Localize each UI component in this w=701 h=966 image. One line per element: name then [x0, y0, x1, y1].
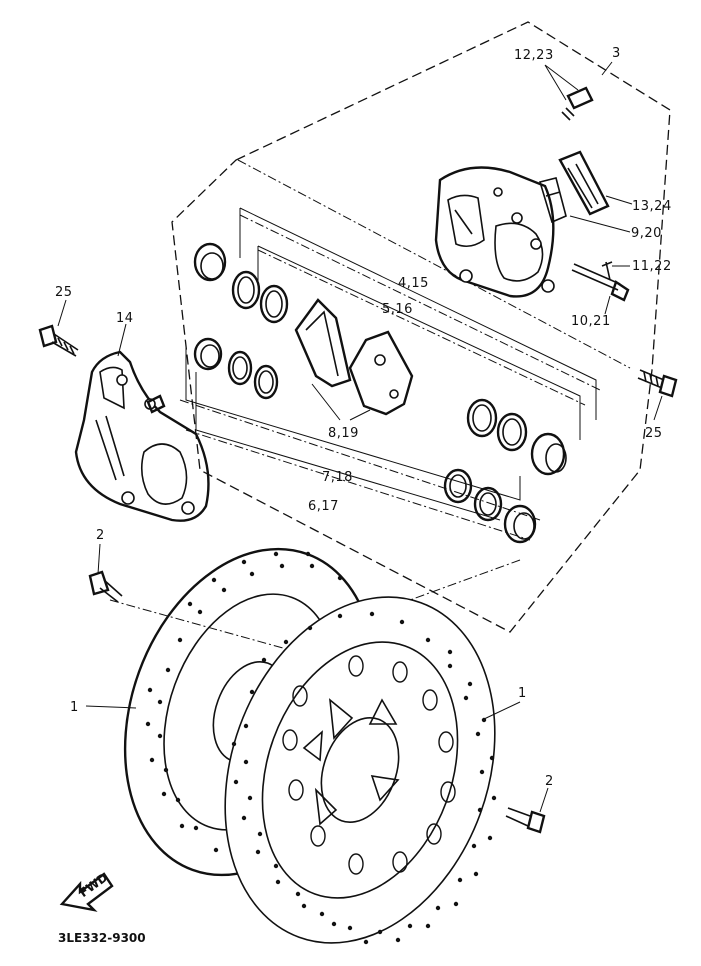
- callout-4-15: 4,15: [398, 276, 429, 291]
- caliper-bolt-25-right: [637, 369, 678, 398]
- piston-set-lower-left: [193, 337, 279, 400]
- piston-set-right-upper: [466, 398, 567, 476]
- pad-spring-13-24: [558, 150, 610, 216]
- disc-bolt-2-left: [88, 570, 123, 603]
- caliper-bolt-25-left: [38, 324, 79, 357]
- callout-1-right: 1: [518, 686, 527, 701]
- assembly-boundary: [171, 21, 671, 633]
- callout-13-24: 13,24: [632, 199, 672, 214]
- forward-arrow-icon: FWD: [59, 870, 114, 912]
- diagram-code: 3LE332-9300: [58, 931, 146, 945]
- callout-2-left: 2: [96, 528, 105, 543]
- leader-lines: [57, 61, 663, 813]
- bleeder-screw-12-23: [561, 86, 594, 121]
- callout-14: 14: [116, 311, 134, 326]
- callout-25-right: 25: [645, 426, 663, 441]
- shim-9-20: [538, 177, 567, 224]
- callout-5-16: 5,16: [382, 302, 413, 317]
- callout-6-17: 6,17: [308, 499, 339, 514]
- callout-9-20: 9,20: [631, 226, 662, 241]
- callout-7-18: 7,18: [322, 470, 353, 485]
- callout-2-right: 2: [545, 774, 554, 789]
- callout-11-22: 11,22: [632, 259, 672, 274]
- brake-disc-left: [123, 547, 377, 877]
- pad-pin-10-21: [571, 261, 630, 302]
- caliper-3: [434, 166, 555, 298]
- callout-10-21: 10,21: [571, 314, 611, 329]
- piston-set-upper: [193, 242, 289, 324]
- disc-bolt-2-right: [505, 807, 546, 834]
- brake-pad-8-19-b: [348, 330, 414, 416]
- grouping-brackets: [185, 207, 597, 521]
- alignment-lines: [109, 159, 631, 651]
- caliper-14: [74, 350, 210, 522]
- piston-set-right-lower: [443, 468, 537, 544]
- brake-pad-8-19-a: [294, 298, 352, 388]
- callout-3: 3: [612, 46, 621, 61]
- brake-disc-right: [224, 596, 497, 945]
- callout-12-23: 12,23: [514, 48, 554, 63]
- callout-8-19: 8,19: [328, 426, 359, 441]
- callout-25-left: 25: [55, 285, 73, 300]
- callout-1-left: 1: [70, 700, 79, 715]
